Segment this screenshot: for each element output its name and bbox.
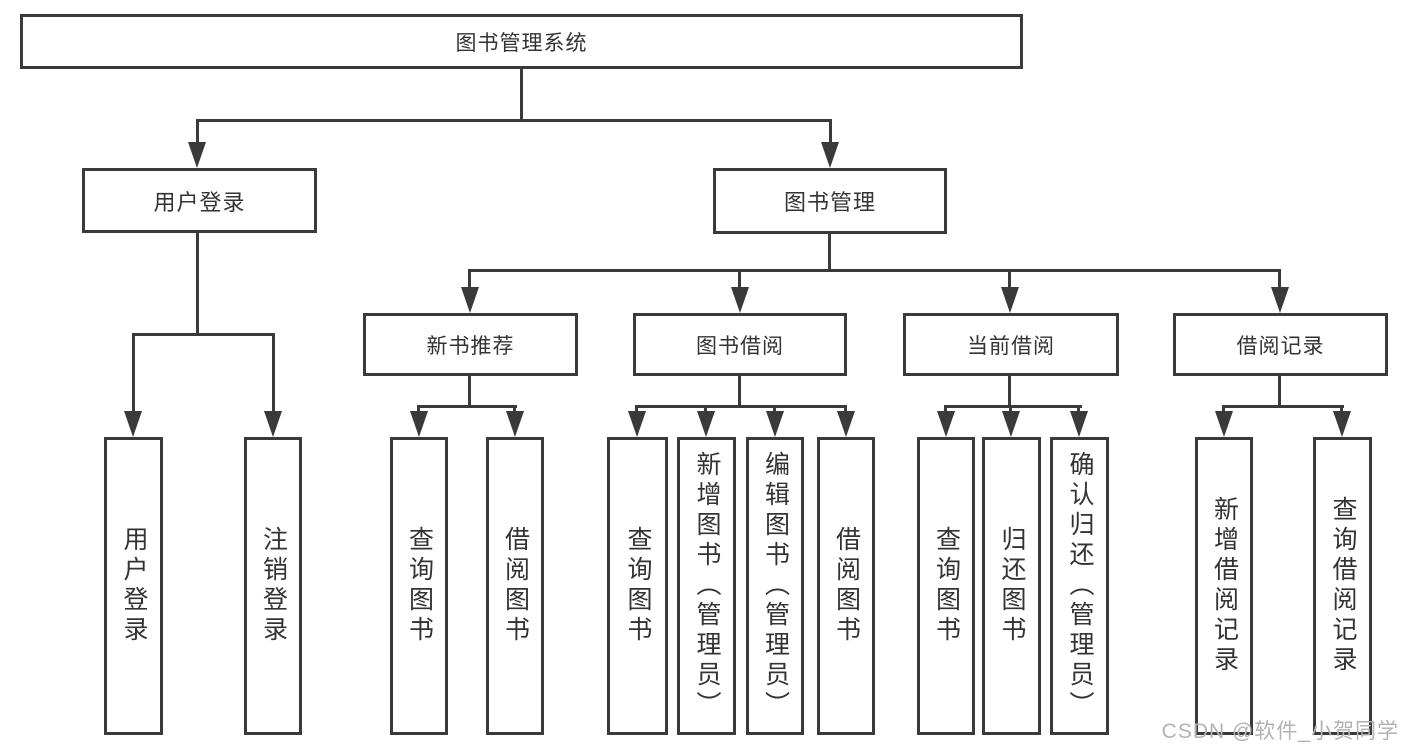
leaf-borrow-books: 借阅图书 bbox=[817, 437, 875, 735]
arrow-down-icon bbox=[1215, 411, 1233, 437]
arrow-down-icon bbox=[697, 411, 715, 437]
connector-line bbox=[1222, 405, 1344, 408]
arrow-down-icon bbox=[731, 287, 749, 313]
connector-line bbox=[132, 333, 275, 336]
connector-line bbox=[1278, 269, 1281, 289]
connector-line bbox=[196, 119, 199, 146]
connector-line bbox=[1008, 376, 1011, 408]
node-label: 当前借阅 bbox=[967, 334, 1055, 358]
arrow-down-icon bbox=[937, 411, 955, 437]
arrow-down-icon bbox=[766, 411, 784, 437]
leaf-add-books-admin: 新增图书（管理员） bbox=[677, 437, 736, 735]
connector-line bbox=[1008, 269, 1011, 289]
node-label: 借阅图书 bbox=[832, 526, 861, 646]
node-label: 查询图书 bbox=[624, 526, 652, 646]
connector-line bbox=[844, 405, 847, 415]
arrow-down-icon bbox=[410, 411, 428, 437]
node-new-book-recommendation: 新书推荐 bbox=[363, 313, 578, 376]
connector-line bbox=[196, 119, 832, 122]
connector-line bbox=[773, 405, 776, 415]
leaf-query-books-recommend: 查询图书 bbox=[390, 437, 448, 735]
arrow-down-icon bbox=[1002, 411, 1020, 437]
arrow-down-icon bbox=[1271, 287, 1289, 313]
node-label: 借阅记录 bbox=[1236, 334, 1325, 358]
node-label: 归还图书 bbox=[998, 526, 1026, 646]
node-book-borrowing: 图书借阅 bbox=[633, 313, 847, 376]
arrow-down-icon bbox=[461, 287, 479, 313]
leaf-return-books: 归还图书 bbox=[982, 437, 1041, 735]
arrow-down-icon bbox=[1333, 411, 1351, 437]
arrow-down-icon bbox=[188, 142, 206, 168]
arrow-down-icon bbox=[628, 411, 646, 437]
connector-line bbox=[829, 119, 832, 146]
connector-line bbox=[944, 405, 947, 415]
node-label: 新增借阅记录 bbox=[1210, 496, 1239, 676]
node-label: 图书借阅 bbox=[696, 334, 784, 358]
connector-line bbox=[1222, 405, 1225, 415]
node-label: 图书管理系统 bbox=[455, 31, 588, 55]
node-label: 查询图书 bbox=[932, 526, 961, 646]
connector-line bbox=[468, 269, 1281, 272]
connector-line bbox=[520, 68, 523, 121]
leaf-borrow-books-recommend: 借阅图书 bbox=[486, 437, 544, 735]
node-label: 用户登录 bbox=[120, 526, 148, 646]
connector-line bbox=[417, 405, 517, 408]
connector-line bbox=[635, 405, 847, 408]
node-label: 确认归还（管理员） bbox=[1066, 451, 1094, 721]
connector-line bbox=[1340, 405, 1343, 415]
connector-line bbox=[738, 376, 741, 408]
leaf-add-borrow-record: 新增借阅记录 bbox=[1195, 437, 1253, 735]
arrow-down-icon bbox=[837, 411, 855, 437]
node-current-borrowing: 当前借阅 bbox=[903, 313, 1119, 376]
connector-line bbox=[513, 405, 516, 415]
node-borrowing-records: 借阅记录 bbox=[1173, 313, 1388, 376]
connector-line bbox=[272, 333, 275, 415]
node-label: 注销登录 bbox=[259, 526, 288, 646]
arrow-down-icon bbox=[506, 411, 524, 437]
arrow-down-icon bbox=[1070, 411, 1088, 437]
connector-line bbox=[196, 232, 199, 336]
connector-line bbox=[468, 376, 471, 408]
node-user-login: 用户登录 bbox=[82, 168, 317, 233]
node-label: 编辑图书（管理员） bbox=[761, 451, 790, 721]
leaf-user-login: 用户登录 bbox=[104, 437, 163, 735]
connector-line bbox=[944, 405, 1082, 408]
leaf-edit-books-admin: 编辑图书（管理员） bbox=[746, 437, 804, 735]
node-label: 新增图书（管理员） bbox=[693, 451, 721, 721]
connector-line bbox=[828, 233, 831, 272]
node-label: 查询图书 bbox=[405, 526, 434, 646]
arrow-down-icon bbox=[264, 411, 282, 437]
connector-line bbox=[738, 269, 741, 289]
node-label: 图书管理 bbox=[783, 190, 876, 215]
connector-line bbox=[417, 405, 420, 415]
connector-line bbox=[1009, 405, 1012, 415]
leaf-query-books-current: 查询图书 bbox=[917, 437, 975, 735]
connector-line bbox=[468, 269, 471, 289]
connector-line bbox=[1278, 376, 1281, 408]
leaf-confirm-return-admin: 确认归还（管理员） bbox=[1050, 437, 1109, 735]
arrow-down-icon bbox=[1001, 287, 1019, 313]
leaf-query-books-borrowing: 查询图书 bbox=[607, 437, 668, 735]
connector-line bbox=[132, 333, 135, 415]
connector-line bbox=[704, 405, 707, 415]
arrow-down-icon bbox=[124, 411, 142, 437]
arrow-down-icon bbox=[821, 142, 839, 168]
node-label: 借阅图书 bbox=[501, 526, 530, 646]
connector-line bbox=[635, 405, 638, 415]
leaf-logout: 注销登录 bbox=[244, 437, 302, 735]
node-label: 新书推荐 bbox=[426, 334, 515, 358]
node-label: 查询借阅记录 bbox=[1329, 496, 1357, 676]
node-label: 用户登录 bbox=[153, 189, 246, 215]
node-library-management-system: 图书管理系统 bbox=[20, 14, 1023, 69]
connector-line bbox=[1077, 405, 1080, 415]
leaf-query-borrow-record: 查询借阅记录 bbox=[1313, 437, 1372, 735]
node-book-management: 图书管理 bbox=[713, 168, 947, 234]
csdn-watermark: CSDN @软件_小贺同学 bbox=[1161, 720, 1399, 743]
